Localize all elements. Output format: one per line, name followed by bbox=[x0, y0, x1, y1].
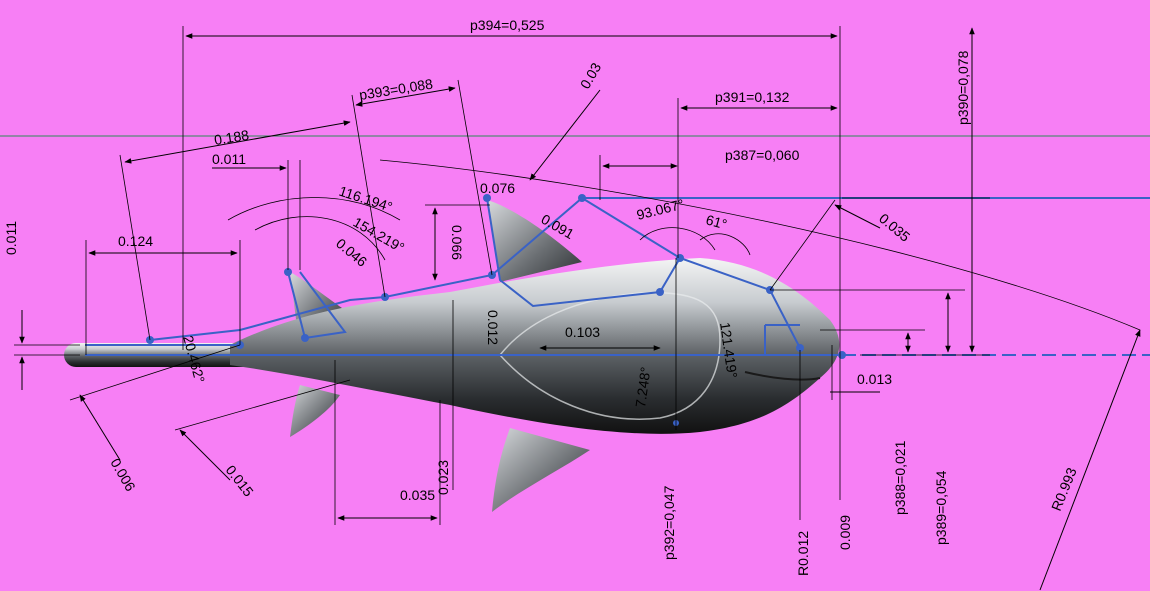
dimension-lines bbox=[14, 26, 1141, 591]
dim-p393[interactable]: p393=0,088 bbox=[358, 75, 434, 102]
angle-116[interactable]: 116.194° bbox=[337, 183, 394, 215]
sketch-point bbox=[796, 344, 804, 352]
dim-p392[interactable]: p392=0,047 bbox=[661, 485, 677, 560]
mouth-line bbox=[744, 371, 821, 381]
dim-0076[interactable]: 0.076 bbox=[480, 180, 515, 196]
dim-0035-bottom[interactable]: 0.035 bbox=[400, 487, 435, 503]
angle-7[interactable]: 7.248° bbox=[632, 366, 654, 408]
dim-0011-top[interactable]: 0.011 bbox=[212, 151, 246, 167]
shark-model bbox=[64, 200, 840, 512]
sketch-point bbox=[656, 288, 664, 296]
dim-0011-left[interactable]: 0.011 bbox=[3, 221, 19, 255]
dorsal-fin bbox=[487, 200, 582, 282]
dim-p387[interactable]: p387=0,060 bbox=[725, 147, 800, 163]
lower-fin bbox=[290, 385, 340, 437]
dim-003[interactable]: 0.03 bbox=[577, 60, 605, 92]
sketch-point bbox=[578, 194, 586, 202]
dim-0009[interactable]: 0.009 bbox=[837, 515, 853, 550]
body-side-panel bbox=[499, 291, 721, 420]
sketch-point bbox=[301, 334, 309, 342]
dim-p391[interactable]: p391=0,132 bbox=[715, 89, 790, 105]
dim-0066[interactable]: 0.066 bbox=[449, 225, 465, 260]
dim-p389[interactable]: p389=0,054 bbox=[933, 470, 949, 545]
sketch-point bbox=[676, 254, 684, 262]
sketch-small-fin bbox=[287, 271, 347, 340]
dim-0006[interactable]: 0.006 bbox=[107, 456, 138, 495]
sketch-point bbox=[284, 268, 292, 276]
sketch-point bbox=[483, 194, 491, 202]
dim-0012[interactable]: 0.012 bbox=[485, 310, 501, 345]
dimension-labels: p394=0,525 p393=0,088 p391=0,132 p387=0,… bbox=[3, 17, 1080, 576]
dim-0124[interactable]: 0.124 bbox=[118, 233, 153, 249]
dim-0103[interactable]: 0.103 bbox=[565, 324, 600, 340]
dim-p394[interactable]: p394=0,525 bbox=[470, 17, 545, 33]
shark-body bbox=[230, 258, 840, 434]
pectoral-fin bbox=[492, 428, 590, 512]
dim-0046[interactable]: 0.046 bbox=[333, 235, 370, 270]
dim-0015[interactable]: 0.015 bbox=[223, 462, 257, 500]
dim-0188[interactable]: 0.188 bbox=[213, 127, 250, 148]
angle-61[interactable]: 61° bbox=[704, 211, 729, 232]
dim-p388[interactable]: p388=0,021 bbox=[892, 440, 908, 515]
dim-0035-right[interactable]: 0.035 bbox=[876, 210, 913, 245]
dim-0013[interactable]: 0.013 bbox=[857, 371, 892, 387]
angle-121[interactable]: 121.419° bbox=[717, 321, 741, 379]
radius-0993[interactable]: R0.993 bbox=[1048, 465, 1080, 513]
dim-0023[interactable]: 0.023 bbox=[435, 460, 451, 495]
sketch-dorsal-outline bbox=[486, 197, 681, 308]
dim-p390[interactable]: p390=0,078 bbox=[955, 50, 971, 125]
sketch-point bbox=[838, 351, 846, 359]
radius-0012[interactable]: R0.012 bbox=[795, 531, 811, 576]
